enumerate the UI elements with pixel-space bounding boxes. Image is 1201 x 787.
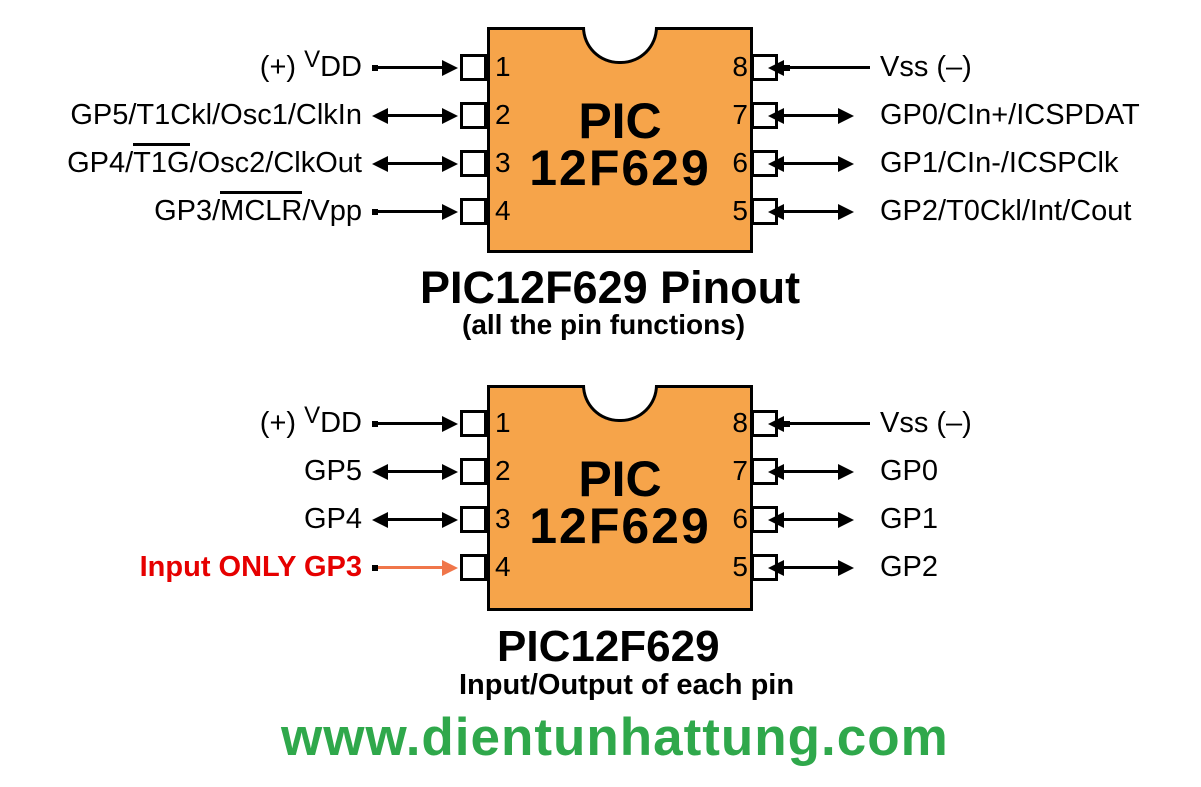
pin-number: 3 — [495, 147, 511, 178]
vdd-subscript: DD — [320, 51, 362, 83]
pin-label-gp1: GP1/CIn-/ICSPClk — [880, 147, 1119, 179]
pin-square — [751, 554, 778, 581]
bottom-diagram-subtitle: Input/Output of each pin — [459, 669, 795, 701]
arrow-bidirectional-icon — [388, 114, 442, 117]
pin-number: 8 — [732, 51, 748, 82]
vdd-prefix: (+) — [259, 407, 305, 439]
pin-number: 2 — [495, 455, 511, 486]
pin-square — [460, 102, 487, 129]
pin-number: 4 — [495, 195, 511, 226]
pin-label-gp2: GP2 — [880, 551, 939, 583]
pin-number: 5 — [732, 195, 748, 226]
vdd-letter: V — [304, 402, 321, 429]
arrow-bidirectional-icon — [784, 114, 838, 117]
pin-label-gp0: GP0 — [880, 455, 939, 487]
pin-number: 4 — [495, 551, 511, 582]
pin-square — [460, 198, 487, 225]
pin-number: 6 — [732, 503, 748, 534]
pin-label-gp4: GP4/T1G/Osc2/ClkOut — [0, 143, 362, 180]
chip-name-line1: PIC — [578, 93, 662, 149]
top-diagram-subtitle: (all the pin functions) — [462, 309, 746, 340]
pin-number: 2 — [495, 99, 511, 130]
arrow-left-icon — [784, 66, 870, 69]
pin-number: 7 — [732, 455, 748, 486]
vdd-subscript: DD — [320, 407, 362, 439]
arrow-bidirectional-icon — [388, 162, 442, 165]
pin-label-vss: Vss (–) — [880, 51, 972, 83]
gp4-overline: T1G — [133, 143, 190, 179]
chip-name-line1: PIC — [578, 451, 662, 507]
gp3-post: /Vpp — [302, 195, 362, 227]
pin-label-vdd: (+) VDD — [0, 402, 362, 440]
pin-label-gp1: GP1 — [880, 503, 939, 535]
pin-number: 6 — [732, 147, 748, 178]
pin-square — [460, 554, 487, 581]
pin-square — [460, 150, 487, 177]
pin-square — [460, 410, 487, 437]
arrow-bidirectional-icon — [784, 470, 838, 473]
arrow-left-icon — [784, 422, 870, 425]
pin-label-gp3: GP3/MCLR/Vpp — [0, 191, 362, 228]
arrow-bidirectional-icon — [784, 162, 838, 165]
arrow-right-icon — [372, 422, 442, 425]
top-diagram-title: PIC12F629 Pinout — [420, 262, 801, 313]
pin-square — [460, 54, 487, 81]
chip-name-line2: 12F629 — [529, 140, 711, 196]
arrow-right-icon — [372, 66, 442, 69]
pin-label-input-only-gp3: Input ONLY GP3 — [139, 551, 362, 583]
bottom-diagram-title: PIC12F629 — [497, 622, 720, 671]
website-text: www.dientunhattung.com — [281, 708, 949, 767]
pin-number: 1 — [495, 407, 511, 438]
mclr-overline: MCLR — [220, 191, 303, 227]
chip-name-line2: 12F629 — [529, 498, 711, 554]
pin-label-gp4: GP4 — [303, 503, 362, 535]
pin-label-gp5: GP5/T1Ckl/Osc1/ClkIn — [70, 99, 362, 131]
pin-label-vss: Vss (–) — [880, 407, 972, 439]
arrow-bidirectional-icon — [784, 518, 838, 521]
arrow-bidirectional-icon — [388, 518, 442, 521]
pin-square — [460, 458, 487, 485]
arrow-bidirectional-icon — [784, 210, 838, 213]
pin-label-gp5: GP5 — [303, 455, 362, 487]
vdd-letter: V — [304, 46, 321, 73]
arrow-right-icon — [372, 210, 442, 213]
vdd-prefix: (+) — [259, 51, 305, 83]
pin-square — [460, 506, 487, 533]
pin-label-gp2: GP2/T0Ckl/Int/Cout — [880, 195, 1132, 227]
pin-number: 1 — [495, 51, 511, 82]
pin-number: 7 — [732, 99, 748, 130]
pin-number: 3 — [495, 503, 511, 534]
arrow-bidirectional-icon — [784, 566, 838, 569]
pin-number: 5 — [732, 551, 748, 582]
pin-label-gp0: GP0/CIn+/ICSPDAT — [880, 99, 1140, 131]
gp4-post: /Osc2/ClkOut — [189, 147, 362, 179]
pin-number: 8 — [732, 407, 748, 438]
pin-label-vdd: (+) VDD — [0, 46, 362, 84]
gp3-pre: GP3/ — [154, 195, 221, 227]
gp4-pre: GP4/ — [67, 147, 134, 179]
arrow-right-icon — [372, 566, 442, 569]
arrow-bidirectional-icon — [388, 470, 442, 473]
